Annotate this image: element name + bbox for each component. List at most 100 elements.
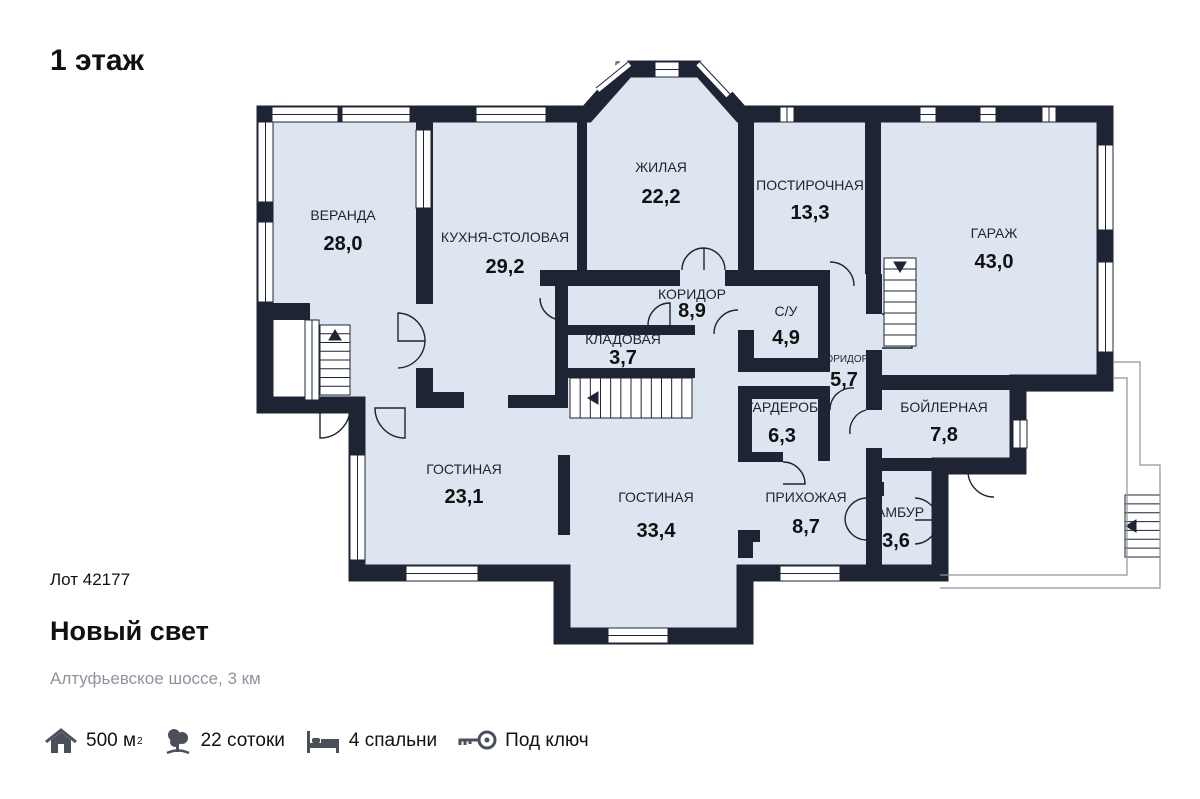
window [1097,144,1114,231]
door [914,519,939,545]
window [349,454,366,561]
window [1012,419,1028,449]
wall [738,530,760,542]
wall [725,270,830,286]
room-bathroom: С/У 4,9 [772,303,800,349]
door [647,302,671,326]
window [1097,261,1114,353]
room-area: 28,0 [324,233,363,255]
window [257,121,274,203]
window [1041,106,1057,123]
wall [558,455,570,535]
door [849,409,867,435]
house-icon [45,728,77,753]
window [341,106,411,123]
wall [738,114,754,274]
room-area: 22,2 [642,186,681,208]
room-name: ЖИЛАЯ [635,159,687,175]
wall [555,325,695,335]
project-name: Новый свет [50,616,209,646]
floor-fill-main [258,62,1113,643]
room-area: 8,7 [792,516,820,538]
wall [555,368,695,378]
wall [508,395,568,408]
window [607,627,669,644]
key-icon [458,730,497,750]
door [914,497,939,521]
window [271,106,339,123]
feature-finish-text: Под ключ [505,730,589,751]
wall [866,482,884,496]
room-name: ПРИХОЖАЯ [765,489,846,505]
door [374,407,406,439]
bed-icon [306,731,339,753]
room-name: ВЕРАНДА [310,207,376,223]
door [703,247,726,271]
room-vestibule: ТАМБУР 3,6 [868,504,924,552]
wall [416,392,464,408]
room-name: ГОСТИНАЯ [426,461,502,477]
room-area: 33,4 [637,520,677,542]
door [844,497,867,521]
window [779,106,795,123]
tree-icon [166,729,190,755]
door [713,309,739,335]
wall [738,386,752,461]
window [415,129,432,209]
window [919,106,937,123]
floor-areas [258,62,1113,643]
wall [738,358,818,372]
room-name: ПОСТИРОЧНАЯ [756,177,864,193]
door [681,247,705,271]
room-hallway: ПРИХОЖАЯ 8,7 [765,489,846,538]
window [304,319,320,401]
room-area: 5,7 [830,369,858,391]
window [405,565,479,582]
room-name: С/У [775,303,798,319]
room-name: ГАРДЕРОБ [746,399,818,415]
windows [257,58,1114,644]
wall [865,114,881,274]
door [397,312,426,342]
stair-arrow [1125,519,1137,533]
wall [738,386,830,399]
room-area: 8,9 [678,300,706,322]
window [257,221,274,303]
door [539,297,563,321]
floor-fill-veranda [258,107,430,320]
stair-arrow [328,329,342,341]
wall [866,375,1026,390]
wall [818,286,830,372]
window [654,61,680,78]
feature-bedrooms-text: 4 спальни [348,730,438,751]
room-living-main: ГОСТИНАЯ 33,4 [618,489,694,542]
room-area: 4,9 [772,327,800,349]
feature-bedrooms: 4 спальни [305,727,437,755]
door [967,470,995,498]
room-area: 6,3 [768,425,796,447]
lot-number: Лот 42177 [50,570,131,589]
stair-arrow [893,261,907,273]
room-name: ГОСТИНАЯ [618,489,694,505]
door [829,387,855,411]
room-area: 7,8 [930,424,958,446]
window [779,565,841,582]
room-name: ТАМБУР [868,504,924,520]
room-veranda: ВЕРАНДА 28,0 [310,207,376,255]
wall [866,448,882,578]
feature-plot-text: 22 сотоки [200,730,285,751]
door [397,340,426,369]
door [829,261,855,287]
wall [555,280,568,398]
window [475,106,547,123]
wall [818,386,830,461]
room-area: 3,6 [882,530,910,552]
